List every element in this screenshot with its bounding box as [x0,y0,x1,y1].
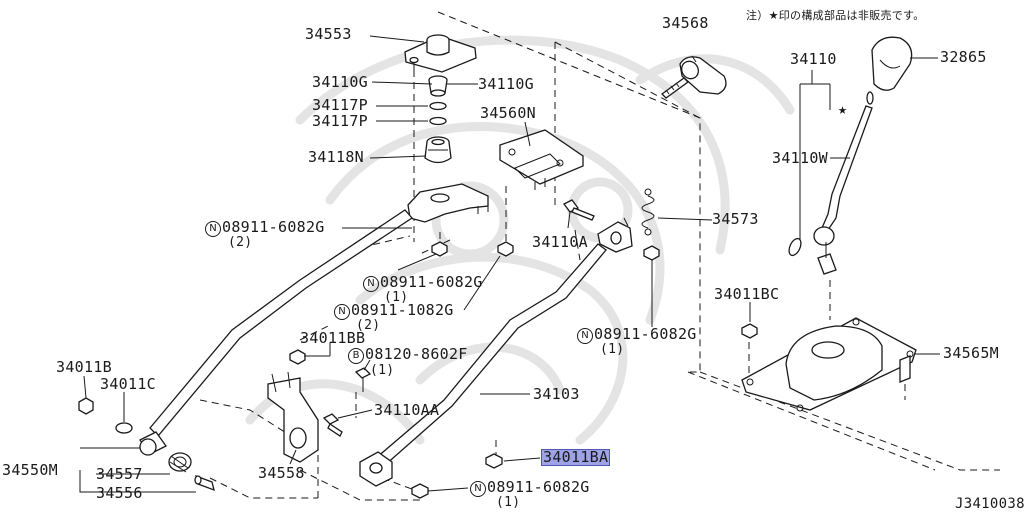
label-34557[interactable]: 34557 [96,465,143,483]
leader-lines [79,35,940,493]
label-34110W[interactable]: 34110W [772,149,828,167]
rod-34103-shape [375,243,607,467]
bushing-34110G-shape [428,75,448,97]
label-34550M[interactable]: 34550M [2,461,58,479]
bolt-34110A-shape [563,199,595,221]
bracket-34560N-shape [499,129,584,190]
diagram-code: J3410038 [955,496,1024,512]
prefix-n-badge: N [363,276,379,292]
label-34110G-left[interactable]: 34110G [312,73,368,91]
label-34110[interactable]: 34110 [790,50,837,68]
label-34011BB[interactable]: 34011BB [300,329,366,347]
label-text: 08911-1082G [351,301,454,319]
prefix-n-badge: N [470,481,486,497]
bushing-34118N-shape [424,136,452,164]
lever-bracket-shape [407,183,489,223]
label-32865[interactable]: 32865 [940,48,987,66]
clevis-shape [597,217,633,253]
label-34560N[interactable]: 34560N [480,104,536,122]
qty-08911-6082G-bottom: (1) [496,495,521,510]
bracket-34558-shape [267,371,319,463]
qty-08120-8602F: (1) [370,363,395,378]
bushing-34550M-shape [139,431,167,456]
spring-34557-shape [168,452,192,473]
prefix-n-badge: N [577,328,593,344]
label-34110AA[interactable]: 34110AA [374,401,440,419]
bolt-34110AA-shape [322,413,343,437]
label-34556[interactable]: 34556 [96,484,143,502]
label-34118N[interactable]: 34118N [308,148,364,166]
qty-08911-6082G-top: (2) [228,235,253,250]
nut-shapes [78,241,758,499]
label-34573[interactable]: 34573 [712,210,759,228]
label-34011BC[interactable]: 34011BC [714,285,780,303]
bracket-34553-shape [404,34,477,73]
label-text: 08911-6082G [380,273,483,291]
label-34011B[interactable]: 34011B [56,358,112,376]
bolt-08120-shape [354,367,372,392]
label-34110A[interactable]: 34110A [532,233,588,251]
label-34117P-a[interactable]: 34117P [312,96,368,114]
label-text: 08120-8602F [365,345,468,363]
pin-34556-shape [194,474,215,492]
knob-34568-shape [661,56,727,99]
label-34558[interactable]: 34558 [258,464,305,482]
shift-lever-shape [788,91,874,275]
label-34117P-b[interactable]: 34117P [312,112,368,130]
washer-34011C-shape [115,422,133,434]
label-text: 08911-6082G [594,325,697,343]
base-34565M-shape [741,317,917,412]
spring-34573-shape [641,188,655,236]
prefix-n-badge: N [205,221,221,237]
label-text: 08911-6082G [222,218,325,236]
label-34011BA-highlighted[interactable]: 34011BA [540,448,611,466]
qty-08911-6082G-right: (1) [600,342,625,357]
qty-08911-6082G-mid: (1) [384,290,409,305]
label-34565M[interactable]: 34565M [943,344,999,362]
qty-08911-1082G: (2) [356,318,381,333]
prefix-b-badge: B [348,348,364,364]
control-rod-shape [149,209,413,437]
star-mark: ★ [838,100,848,118]
label-34568[interactable]: 34568 [662,14,709,32]
rod-end-joint-shape [359,451,393,487]
note-text: 注）★印の構成部品は非販売です。 [746,9,925,22]
label-34553[interactable]: 34553 [305,25,352,43]
ring-34117P-shapes [429,101,447,126]
label-text: 08911-6082G [487,478,590,496]
label-34103[interactable]: 34103 [533,385,580,403]
shift-knob-32865-shape [871,36,913,91]
label-34110G-right[interactable]: 34110G [478,75,534,93]
label-34011C[interactable]: 34011C [100,375,156,393]
prefix-n-badge: N [334,304,350,320]
